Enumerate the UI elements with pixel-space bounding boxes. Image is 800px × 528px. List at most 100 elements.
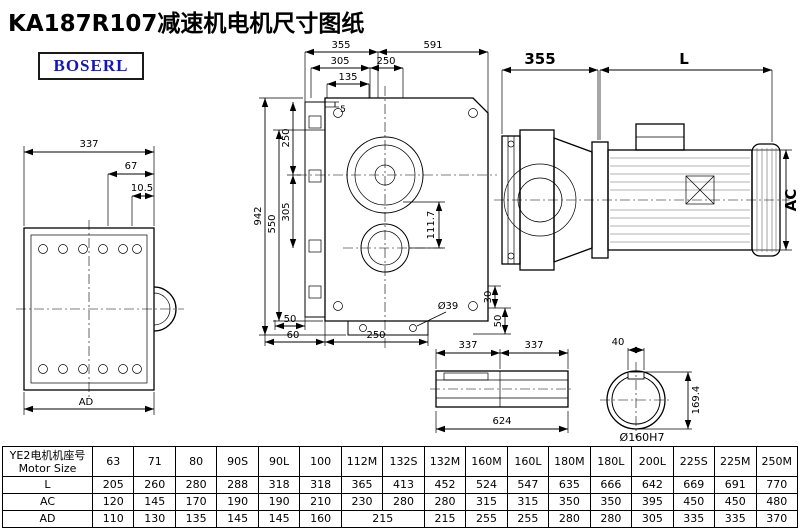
dim-AD-label: AD [79,397,94,408]
dim-cell: 350 [548,493,591,511]
bore-size-label: Ø160H7 [620,431,665,444]
motor-size-header-cell: YE2电机机座号 Motor Size [2,446,93,477]
column-header: 225S [672,446,716,477]
mounting-flange [304,101,326,318]
motor-dimension-table: YE2电机机座号 Motor Size 63 71 80 90S 90L 100… [2,446,798,528]
dim-cell: 130 [133,510,176,528]
table-row-AD: AD 110 130 135 145 145 160 215 215 255 2… [2,510,798,528]
dim-10-5-label: 10.5 [131,183,153,194]
dim-cell: 315 [506,493,550,511]
dim-cell: 205 [91,476,135,494]
dim-cell: 450 [714,493,757,511]
front-view-dimensions: 337 67 10.5 AD [23,139,155,415]
row-label: AD [2,510,93,528]
dim-cell: 230 [340,493,384,511]
nameplate [685,175,715,205]
dim-cell: 255 [465,510,508,528]
bottom-foot-pad [347,320,429,336]
dim-591-label: 591 [423,40,442,51]
column-header: 63 [91,446,135,477]
foot-hole [409,324,417,332]
dim-135-label: 135 [338,72,357,83]
dim-cell: 413 [382,476,425,494]
dim-cell: 318 [257,476,301,494]
page-title: KA187R107减速机电机尺寸图纸 [8,11,365,37]
dim-cell: 280 [423,493,467,511]
bore-dimensions: 40 169.4 Ø160H7 [612,337,702,444]
dim-cell: 280 [589,510,633,528]
flange-slot [308,169,322,183]
shaft-dimensions: 337 337 624 [435,340,569,433]
dim-cell: 318 [299,476,342,494]
dim-cell: 365 [340,476,384,494]
dim-cell: 691 [714,476,757,494]
dim-cell: 350 [589,493,633,511]
flange-slot [308,285,322,299]
dim-250-top-label: 250 [376,56,395,67]
bore-view-drawing: 40 169.4 Ø160H7 [600,337,702,444]
column-header: 132S [382,446,425,477]
column-header: 80 [174,446,218,477]
housing-bolt-holes [333,108,478,311]
dim-337-label: 337 [79,139,98,150]
column-header: 225M [714,446,757,477]
dim-cell: 135 [174,510,218,528]
dim-60-label: 60 [287,330,300,341]
dim-cell: 666 [589,476,633,494]
motor-size-label-en: Motor Size [18,461,77,475]
dim-cell: 280 [382,493,425,511]
main-view-body [297,86,497,348]
bore-body [600,362,672,438]
main-view-left-dimensions: 942 550 250 305 5 [253,97,346,336]
dim-cell: 305 [631,510,674,528]
dim-cell: 635 [548,476,591,494]
dim-cell: 120 [91,493,135,511]
dim-cell: 260 [133,476,176,494]
shaft-body [430,370,574,408]
column-header: 132M [423,446,467,477]
dim-355-motor-label: 355 [524,50,555,68]
dim-cell: 280 [548,510,591,528]
dim-942-label: 942 [253,206,264,225]
dim-40-label: 40 [612,337,625,348]
dim-111-7-label: 111.7 [426,211,437,240]
dim-cell: 524 [465,476,508,494]
dim-dia39-label: Ø39 [438,300,459,312]
table-header-row: YE2电机机座号 Motor Size 63 71 80 90S 90L 100… [2,446,798,477]
dim-L-label: L [679,50,689,68]
front-view-drawing: 337 67 10.5 AD [16,139,184,415]
brand-logo-text: BOSERL [53,56,129,75]
dim-50-right-label: 50 [493,315,504,328]
column-header: 180M [548,446,591,477]
dim-cell: 370 [755,510,798,528]
main-view-inner-dimension: 111.7 [403,201,445,249]
motor-cooling-fins [610,157,750,243]
dim-305-vert-label: 305 [281,202,292,221]
column-header: 180L [589,446,633,477]
dim-337a-label: 337 [458,340,477,351]
dim-cell: 642 [631,476,674,494]
dim-AC-label: AC [782,189,800,212]
column-header: 100 [299,446,342,477]
dim-550-label: 550 [267,214,278,233]
column-header: 112M [340,446,384,477]
dim-169-4-label: 169.4 [691,386,702,415]
shaft-view-drawing: 337 337 624 [430,340,574,433]
dim-624-label: 624 [492,416,511,427]
dim-cell: 335 [714,510,757,528]
dim-337b-label: 337 [524,340,543,351]
dim-cell: 210 [299,493,342,511]
dim-cell: 145 [257,510,301,528]
dim-250-vert-label: 250 [281,128,292,147]
dim-cell: 145 [133,493,176,511]
front-view-body [16,220,184,398]
dim-cell: 450 [672,493,716,511]
flange-slot [308,239,322,253]
dim-cell: 190 [257,493,301,511]
motor-view-drawing: 355 L AC [494,50,800,271]
dim-cell: 452 [423,476,467,494]
dim-cell: 280 [174,476,218,494]
dim-cell: 480 [755,493,798,511]
brand-logo-box: BOSERL [38,52,144,80]
